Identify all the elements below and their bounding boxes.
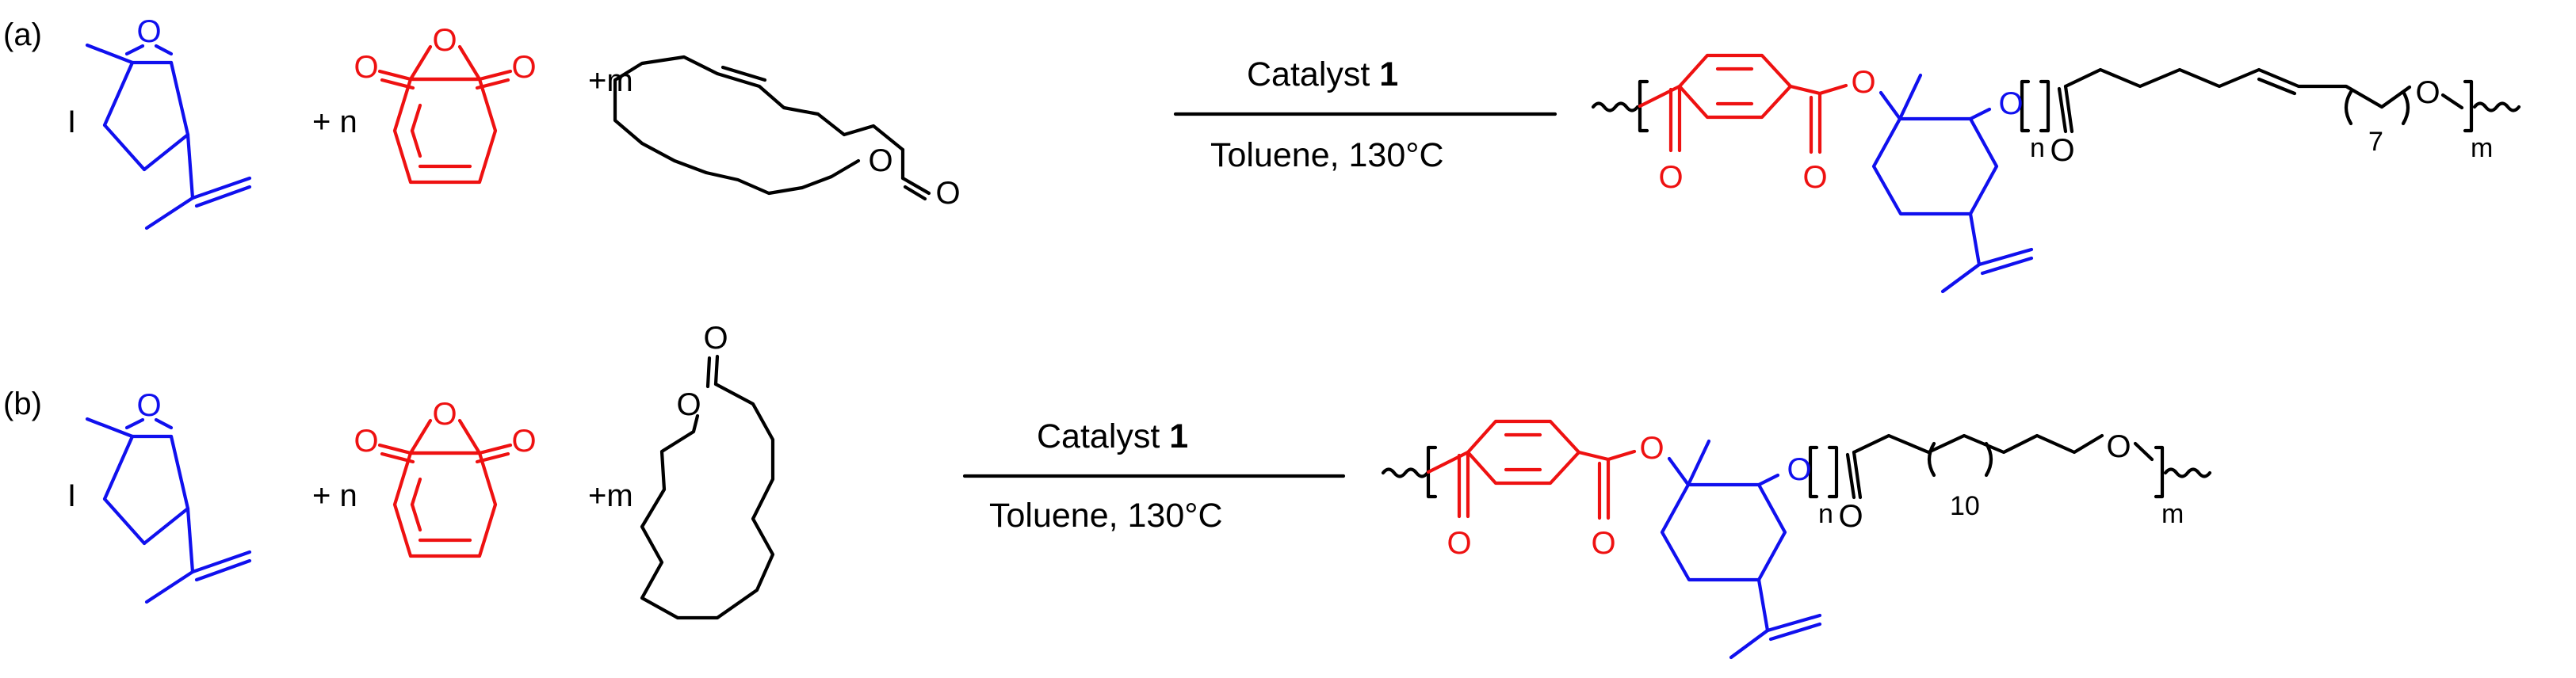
epoxide-oxygen-a: O: [136, 14, 161, 49]
anhydride-ring-oxygen-b: O: [432, 397, 457, 432]
lactone-carbonyl-oxygen-b: O: [703, 321, 728, 356]
lactone-carbonyl-oxygen-a: O: [935, 176, 960, 211]
anhydride-coefficient-a: + n: [312, 105, 357, 139]
product-carbonyl-oxygen-2-b: O: [1591, 526, 1615, 561]
subscript-m-a: m: [2471, 133, 2493, 163]
phthalic-anhydride-b: [377, 418, 513, 558]
product-terminal-oxygen-a: O: [2415, 75, 2440, 110]
macrolactone-saturated-b: [640, 354, 775, 620]
scheme-b: (b) O I + n: [3, 321, 2212, 660]
product-carbonyl-oxygen-2-a: O: [1802, 160, 1827, 195]
subscript-repeat-a: 7: [2368, 127, 2383, 157]
anhydride-ring-oxygen-a: O: [432, 23, 457, 58]
anhydride-carbonyl-oxygen-right-a: O: [511, 50, 536, 85]
product-carbonyl-oxygen-1-a: O: [1658, 160, 1683, 195]
copolymer-product-a: O O O O O O n 7 m: [1591, 53, 2521, 294]
limonene-oxide-b: [85, 417, 252, 604]
subscript-repeat-b: 10: [1950, 491, 1980, 521]
product-lactone-carbonyl-oxygen-a: O: [2050, 133, 2074, 168]
macrolactone-unsaturated-a: [613, 55, 931, 201]
subscript-m-b: m: [2161, 499, 2184, 529]
phthalic-anhydride-a: [377, 44, 513, 185]
subscript-n-a: n: [2030, 133, 2045, 163]
product-lactone-carbonyl-oxygen-b: O: [1838, 499, 1863, 534]
lactone-ester-oxygen-b: O: [676, 387, 701, 422]
panel-label-a: (a): [3, 17, 42, 52]
lactone-ester-oxygen-a: O: [868, 143, 892, 178]
product-ester-oxygen-b: O: [1639, 431, 1664, 466]
panel-label-b: (b): [3, 387, 42, 421]
stereo-mark-a: I: [67, 105, 76, 139]
anhydride-carbonyl-oxygen-left-a: O: [354, 50, 378, 85]
conditions-label-b: Toluene, 130°C: [989, 497, 1223, 535]
conditions-label-a: Toluene, 130°C: [1210, 136, 1444, 174]
product-ester-oxygen-a: O: [1851, 65, 1875, 100]
product-ether-oxygen-a: O: [1998, 86, 2023, 121]
lactone-coefficient-b: +m: [588, 478, 633, 513]
subscript-n-b: n: [1818, 499, 1833, 529]
stereo-mark-b: I: [67, 478, 76, 513]
copolymer-product-b: O O O O O O n 10 m: [1381, 419, 2212, 660]
epoxide-oxygen-b: O: [136, 388, 161, 423]
lactone-coefficient-a: +m: [588, 63, 633, 98]
product-terminal-oxygen-b: O: [2106, 429, 2131, 464]
scheme-a: (a) O I + n: [3, 14, 2521, 294]
product-carbonyl-oxygen-1-b: O: [1447, 526, 1471, 561]
limonene-oxide-a: [85, 43, 252, 230]
anhydride-coefficient-b: + n: [312, 478, 357, 513]
anhydride-carbonyl-oxygen-left-b: O: [354, 424, 378, 459]
catalyst-label-b: Catalyst 1: [1037, 417, 1188, 455]
catalyst-label-a: Catalyst 1: [1247, 55, 1398, 93]
anhydride-carbonyl-oxygen-right-b: O: [511, 424, 536, 459]
product-ether-oxygen-b: O: [1787, 452, 1811, 487]
